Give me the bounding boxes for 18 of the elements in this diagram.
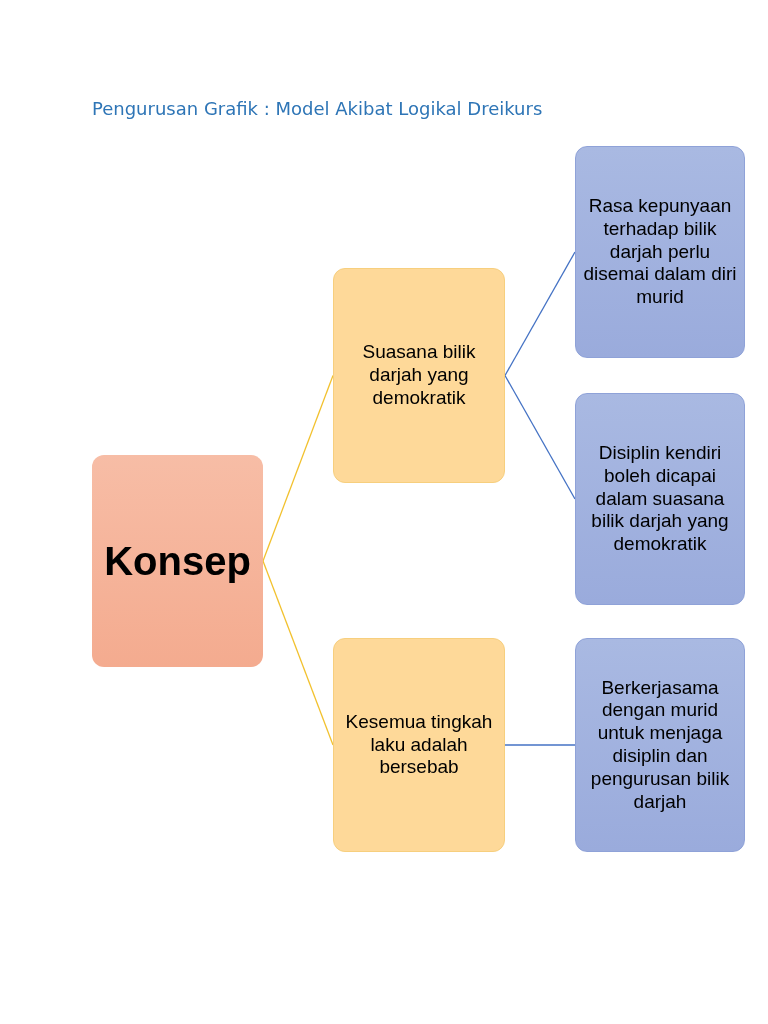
- idea-box: [575, 393, 745, 605]
- node-text: Kesemua tingkah laku adalah bersebab: [344, 710, 494, 780]
- connector-line: [504, 744, 576, 746]
- node-text: Rasa kepunyaan terhadap bilik darjah perlu disemai dalam diri murid: [582, 195, 738, 309]
- concept-box: [92, 455, 263, 667]
- connector-line: [504, 251, 576, 377]
- concept-label: Konsep: [104, 538, 251, 585]
- connector-line: [262, 560, 334, 746]
- idea-box: [333, 268, 505, 483]
- idea-box: [333, 638, 505, 852]
- node-text: Suasana bilik darjah yang demokratik: [361, 341, 477, 410]
- diagram-title: Pengurusan Grafik : Model Akibat Logikal Dreikurs: [92, 98, 543, 119]
- idea-box: [575, 638, 745, 852]
- node-text: Berkerjasama dengan murid untuk menjaga disiplin dan pengurusan bilik darjah: [589, 676, 731, 814]
- node-text: Disiplin kendiri boleh dicapai dalam suasana bilik darjah yang demokratik: [590, 442, 730, 556]
- connector-line: [262, 374, 334, 562]
- connector-line: [504, 374, 576, 500]
- idea-box: [575, 146, 745, 358]
